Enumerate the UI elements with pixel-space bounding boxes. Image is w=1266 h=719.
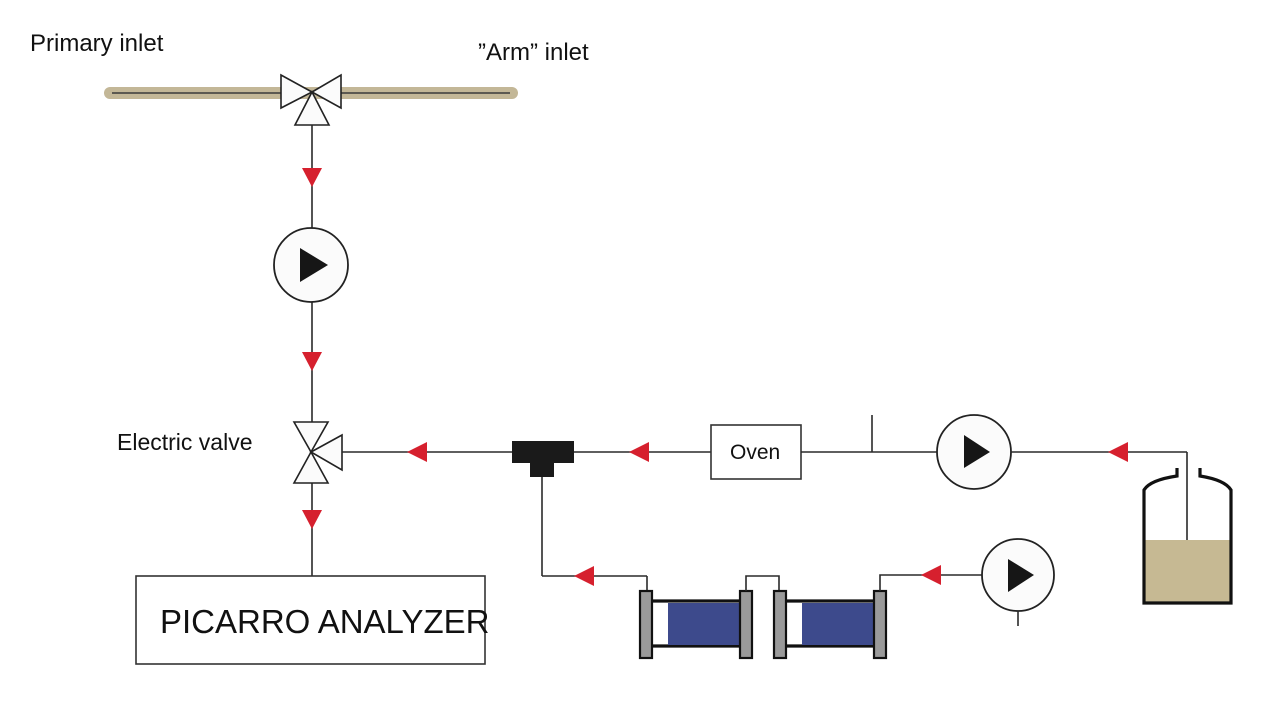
zero-air-pump-icon[interactable] (981, 538, 1055, 612)
main-pump-icon[interactable] (273, 227, 349, 303)
drying-cartridge-1 (638, 589, 754, 660)
flow-arrow-left-icon (574, 566, 594, 586)
flow-arrow-left-icon (921, 565, 941, 585)
inlet-three-way-valve-icon[interactable] (280, 73, 342, 126)
electric-valve-icon[interactable] (292, 421, 343, 484)
flow-arrow-left-icon (629, 442, 649, 462)
arm-inlet-label: ”Arm” inlet (478, 39, 589, 66)
cartridge-connector-line (745, 575, 780, 591)
flow-arrow-down-icon (302, 352, 322, 371)
tee-junction-icon (512, 441, 574, 477)
analyzer-label: PICARRO ANALYZER (160, 603, 489, 640)
flow-arrow-left-icon (1108, 442, 1128, 462)
primary-inlet-label: Primary inlet (30, 30, 164, 57)
picarro-analyzer[interactable]: PICARRO ANALYZER (135, 575, 489, 665)
flow-arrow-down-icon (302, 168, 322, 187)
liquid-reservoir-icon (1142, 468, 1233, 605)
drying-cartridge-2 (772, 589, 888, 660)
flow-arrow-left-icon (407, 442, 427, 462)
oven[interactable]: Oven (710, 424, 802, 480)
liquid-pump-icon[interactable] (936, 414, 1012, 490)
flow-arrow-down-icon (302, 510, 322, 529)
oven-label: Oven (730, 441, 780, 464)
pump-to-cartridge-line (879, 574, 982, 591)
electric-valve-label: Electric valve (117, 429, 252, 455)
